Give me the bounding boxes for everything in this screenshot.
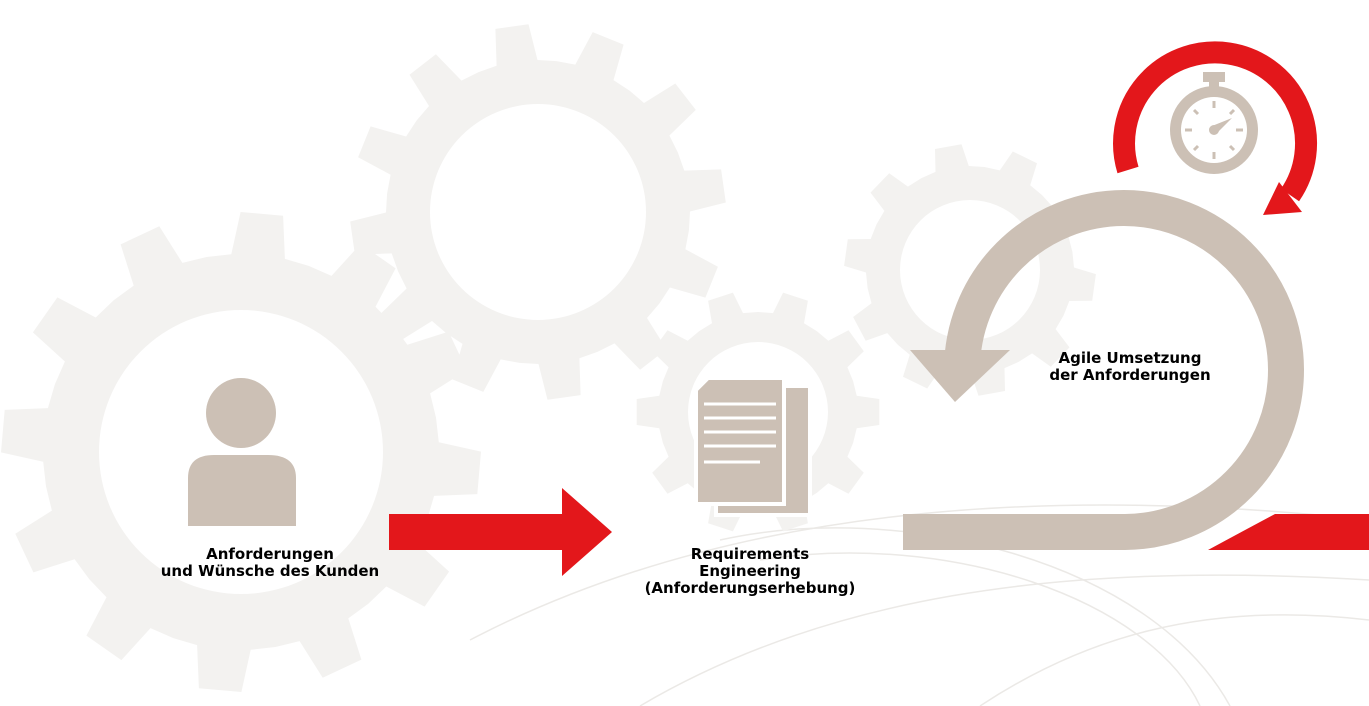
document-lines xyxy=(704,402,776,464)
iteration-arrow-icon xyxy=(1113,41,1318,215)
gear-icon xyxy=(844,144,1096,396)
requirements-label-line2: Engineering xyxy=(699,562,801,580)
document-icon xyxy=(694,376,812,517)
customer-label: Anforderungen und Wünsche des Kunden xyxy=(120,546,420,580)
arrow-to-requirements xyxy=(389,488,612,576)
customer-label-line2: und Wünsche des Kunden xyxy=(160,562,380,580)
output-arrow xyxy=(1208,514,1369,550)
agile-loop-icon xyxy=(903,190,1304,550)
customer-label-line1: Anforderungen xyxy=(206,545,334,563)
gear-icon xyxy=(1,212,481,692)
gear-icon xyxy=(350,24,726,400)
agile-label-line2: der Anforderungen xyxy=(1049,366,1211,384)
requirements-label-line1: Requirements xyxy=(690,545,810,563)
agile-label-line1: Agile Umsetzung xyxy=(1058,349,1202,367)
stopwatch-icon xyxy=(1170,72,1258,174)
agile-label: Agile Umsetzung der Anforderungen xyxy=(1000,350,1260,384)
requirements-label-line3: (Anforderungserhebung) xyxy=(644,579,856,597)
person-icon xyxy=(188,378,296,526)
requirements-label: Requirements Engineering (Anforderungser… xyxy=(600,546,900,597)
